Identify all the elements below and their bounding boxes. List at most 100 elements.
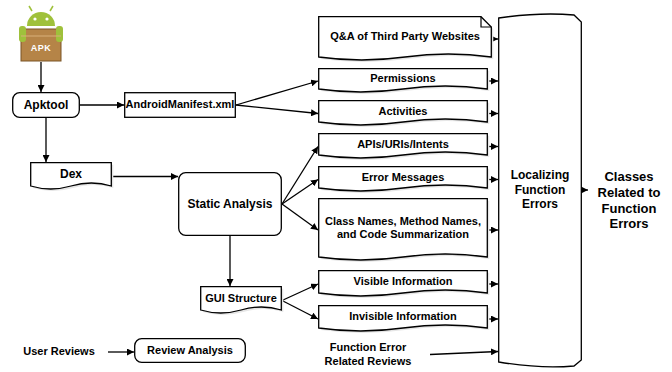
- text-node: Classes Related to Function Errors: [588, 166, 670, 235]
- outline-path: [201, 287, 282, 313]
- process-box: Static Analysis: [178, 172, 282, 236]
- text-node: Function Error Related Reviews: [306, 338, 430, 371]
- connector-arrow: [282, 180, 318, 205]
- text-holder: AndroidManifest.xml: [124, 92, 236, 118]
- text-holder: Apktool: [12, 92, 80, 118]
- antenna: [50, 6, 53, 11]
- node-label: APIs/URIs/Intents: [357, 138, 449, 151]
- text-holder: Class Names, Method Names, and Code Summ…: [318, 198, 488, 262]
- android-arm: [56, 26, 63, 42]
- process-box: Permissions: [318, 68, 488, 94]
- text-node: User Reviews: [10, 342, 108, 362]
- node-label: Dex: [60, 167, 82, 181]
- text-holder: GUI Structure: [200, 286, 282, 315]
- node-label: Static Analysis: [188, 197, 273, 211]
- outline-path: [319, 134, 488, 158]
- process-box: Invisible Information: [318, 305, 488, 333]
- text-holder: Localizing Function Errors: [498, 12, 582, 368]
- node-label: Apktool: [24, 98, 69, 112]
- connector-arrow: [488, 146, 498, 147]
- process-box: AndroidManifest.xml: [124, 92, 236, 118]
- connector-arrow: [108, 351, 134, 352]
- text-holder: APK: [18, 2, 64, 62]
- text-holder: Visible Information: [318, 270, 488, 298]
- text-holder: Dex: [30, 162, 112, 191]
- text-holder: Classes Related to Function Errors: [588, 166, 670, 235]
- text-holder: User Reviews: [10, 342, 108, 362]
- node-label: Invisible Information: [349, 310, 457, 323]
- connector-arrow: [40, 62, 41, 92]
- process-box: Q&A of Third Party Websites: [318, 16, 492, 62]
- process-box: Activities: [318, 100, 488, 127]
- node-label: GUI Structure: [205, 292, 277, 305]
- outline-path: [179, 173, 282, 236]
- process-box: GUI Structure: [200, 286, 282, 315]
- outline-path: [13, 93, 80, 118]
- process-box: Dex: [30, 162, 112, 191]
- apk-box: [21, 29, 61, 61]
- connector-arrow: [80, 104, 124, 105]
- apk-icon: APK: [18, 2, 64, 62]
- node-label: Q&A of Third Party Websites: [330, 30, 480, 43]
- connector-arrow: [282, 284, 318, 301]
- outline-path: [135, 339, 246, 363]
- connector-arrow: [229, 236, 230, 286]
- node-label: AndroidManifest.xml: [126, 98, 235, 111]
- outline-path: [319, 199, 488, 260]
- node-label: Review Analysis: [147, 344, 233, 357]
- text-holder: Review Analysis: [134, 338, 246, 363]
- connector-arrow: [430, 352, 498, 355]
- process-box: Review Analysis: [134, 338, 246, 363]
- eye: [45, 17, 48, 20]
- text-holder: Activities: [318, 100, 488, 127]
- eye: [33, 17, 36, 20]
- connector-arrow: [112, 176, 178, 177]
- connector-arrow: [282, 301, 318, 320]
- node-label: Function Error Related Reviews: [310, 341, 426, 367]
- text-holder: Error Messages: [318, 166, 488, 193]
- outline-path: [499, 14, 582, 367]
- outline-path: [319, 69, 488, 92]
- process-box: Visible Information: [318, 270, 488, 298]
- connector-arrow: [236, 105, 318, 114]
- outline-path: [319, 271, 488, 296]
- box-tape: [21, 36, 61, 37]
- connector-arrow: [488, 179, 498, 180]
- text-holder: Static Analysis: [178, 172, 282, 236]
- text-holder: Q&A of Third Party Websites: [318, 16, 492, 62]
- node-label: APK: [31, 43, 52, 54]
- process-box: Localizing Function Errors: [498, 12, 582, 368]
- text-holder: Function Error Related Reviews: [306, 338, 430, 371]
- node-label: Activities: [379, 105, 428, 118]
- outline-path: [319, 306, 488, 331]
- process-box: APIs/URIs/Intents: [318, 133, 488, 160]
- node-label: Classes Related to Function Errors: [592, 169, 666, 231]
- connector-arrow: [488, 283, 498, 284]
- outline-path: [319, 17, 492, 60]
- android-arm: [19, 26, 26, 42]
- process-box: Error Messages: [318, 166, 488, 193]
- outline-path: [31, 163, 112, 189]
- outline-path: [125, 93, 236, 118]
- connector-arrow: [488, 80, 498, 81]
- connector-arrow: [488, 113, 498, 114]
- antenna: [29, 6, 32, 11]
- android-head: [27, 12, 55, 26]
- connector-arrow: [236, 81, 318, 105]
- node-label: Visible Information: [354, 275, 453, 288]
- outline-path: [319, 167, 488, 191]
- node-label: Permissions: [370, 72, 435, 85]
- node-label: Localizing Function Errors: [502, 168, 578, 211]
- node-label: Error Messages: [362, 171, 445, 184]
- outline-path: [319, 101, 488, 125]
- connector-arrow: [488, 318, 498, 319]
- text-holder: Permissions: [318, 68, 488, 94]
- process-box: Class Names, Method Names, and Code Summ…: [318, 198, 488, 262]
- text-holder: Invisible Information: [318, 305, 488, 333]
- fold-mark: [481, 17, 491, 27]
- process-box: Apktool: [12, 92, 80, 118]
- connector-arrow: [45, 118, 46, 162]
- connector-arrow: [282, 204, 318, 230]
- connector-arrow: [488, 229, 498, 230]
